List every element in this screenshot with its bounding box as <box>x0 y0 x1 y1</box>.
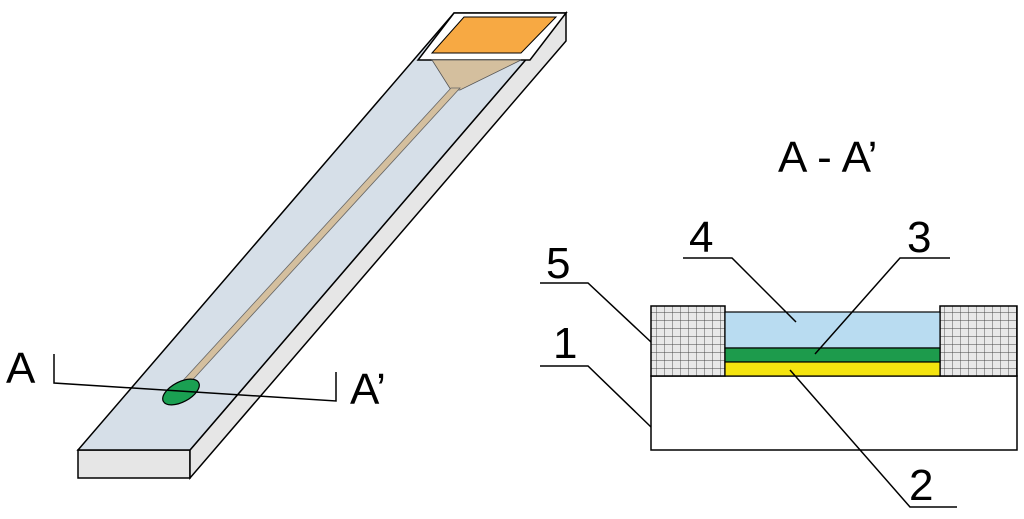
sensing-spot <box>162 378 200 406</box>
callout-1-number: 1 <box>553 319 577 368</box>
electrode-layer <box>724 361 941 377</box>
callout-4: 4 <box>683 213 797 323</box>
section-label-start: A <box>6 344 36 393</box>
callout-3-number: 3 <box>907 213 931 262</box>
cross-section-view: A - A’ 5 4 3 1 <box>540 133 1018 510</box>
section-label-end: A’ <box>350 365 386 414</box>
conductive-trace <box>177 87 461 387</box>
callout-3: 3 <box>814 213 950 355</box>
perspective-view: A A’ <box>6 10 568 481</box>
sensing-film-layer <box>724 347 941 363</box>
callout-5: 5 <box>540 239 652 343</box>
contact-pad <box>430 16 558 54</box>
trace-funnel <box>431 59 522 91</box>
callout-2-number: 2 <box>909 461 933 510</box>
insulating-wall-right <box>939 305 1018 377</box>
substrate-layer <box>650 375 1018 451</box>
callout-1: 1 <box>540 319 652 428</box>
callout-5-number: 5 <box>546 239 570 288</box>
top-coating-layer <box>724 311 941 349</box>
section-line <box>53 354 337 402</box>
insulating-wall-left <box>650 305 726 377</box>
cross-section-title: A - A’ <box>778 133 877 182</box>
callout-2: 2 <box>789 369 957 510</box>
callout-4-number: 4 <box>689 213 713 262</box>
strip-end-face <box>77 449 191 479</box>
